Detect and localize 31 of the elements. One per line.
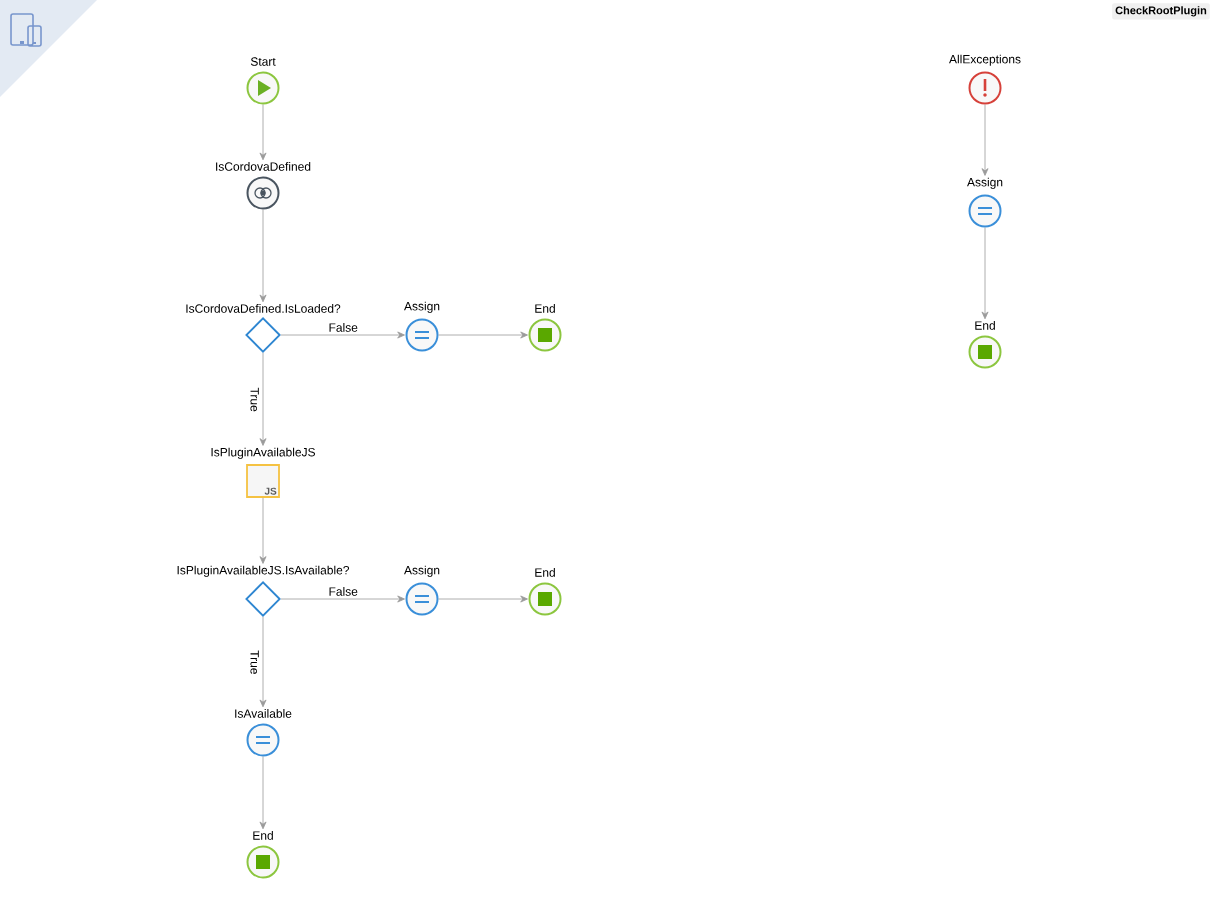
step-label: IsCordovaDefined	[216, 162, 311, 171]
edge-label: True	[249, 386, 260, 413]
arrow	[259, 756, 267, 830]
step-label: End	[975, 321, 995, 330]
step-label: End	[535, 568, 555, 577]
step-label: Assign	[404, 301, 440, 313]
arrow	[438, 331, 528, 339]
edge-label: True	[249, 649, 260, 676]
step-label: IsPluginAvailableJS	[211, 447, 315, 459]
step-label: Assign	[967, 177, 1003, 189]
step-label: IsAvailable	[235, 709, 292, 718]
flow-name-tag: CheckRootPlugin	[1112, 3, 1210, 20]
edge-label: False	[327, 322, 359, 333]
arrow	[259, 352, 267, 446]
step-label: IsPluginAvailableJS.IsAvailable?	[177, 565, 350, 577]
step-label: Assign	[404, 565, 440, 577]
arrow	[280, 595, 405, 603]
step-label: AllExceptions	[949, 54, 1021, 66]
step-label: Start	[250, 57, 276, 66]
arrow	[981, 227, 989, 320]
step-label: End	[253, 831, 273, 840]
arrow	[259, 104, 267, 161]
arrow	[981, 104, 989, 176]
arrow	[259, 497, 267, 564]
step-label: IsCordovaDefined.IsLoaded?	[186, 304, 341, 313]
step-label: End	[535, 304, 555, 313]
edge-label: False	[327, 586, 359, 597]
arrow	[259, 209, 267, 303]
arrow	[438, 595, 528, 603]
arrow	[280, 331, 405, 339]
arrow	[259, 616, 267, 708]
